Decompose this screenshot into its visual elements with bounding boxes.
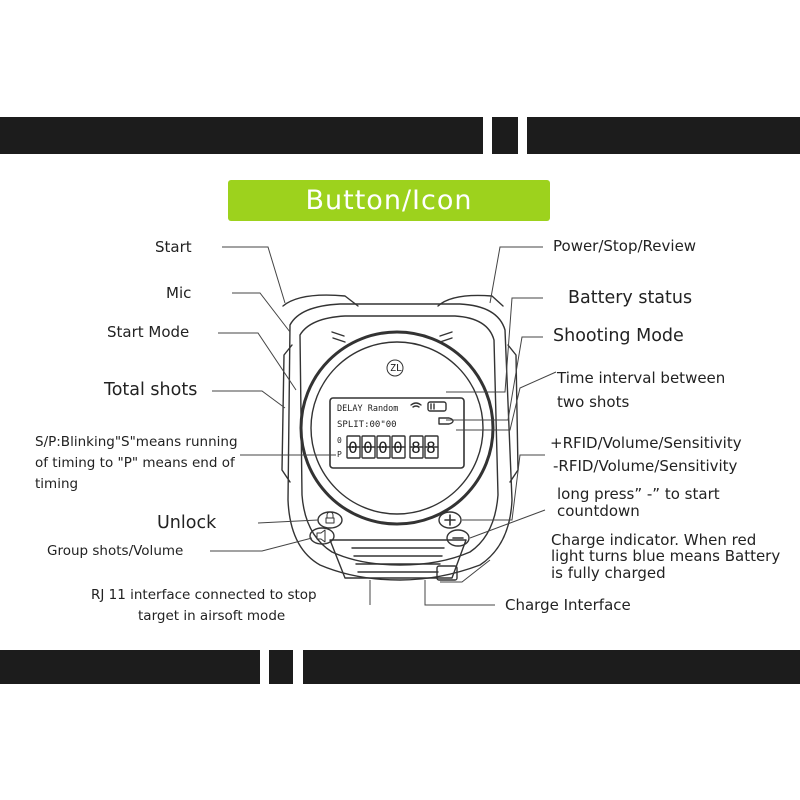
label-battery: Battery status bbox=[568, 288, 693, 308]
top-bar-left bbox=[0, 117, 483, 154]
lcd-line2: SPLIT:00"00 bbox=[337, 420, 397, 430]
lcd-digit: 0 bbox=[363, 438, 373, 457]
label-rj11-line2: target in airsoft mode bbox=[138, 608, 286, 624]
bottom-bar-right bbox=[303, 650, 800, 684]
label-charge-interface: Charge Interface bbox=[505, 596, 631, 614]
bottom-vent bbox=[329, 539, 467, 579]
leader-start-mode bbox=[218, 332, 297, 391]
leader-mic bbox=[232, 292, 291, 333]
leader-charge-interface bbox=[424, 580, 495, 606]
leader-charge-ind bbox=[440, 559, 491, 583]
label-mic: Mic bbox=[166, 284, 192, 302]
label-charge-ind-line2: light turns blue means Battery bbox=[551, 547, 781, 565]
label-plus-rfid: +RFID/Volume/Sensitivity bbox=[550, 434, 742, 452]
bottom-bar-middle bbox=[269, 650, 293, 684]
leader-interval bbox=[456, 371, 557, 431]
charge-port bbox=[436, 565, 458, 581]
plus-button-shape bbox=[438, 511, 462, 529]
label-shooting-mode: Shooting Mode bbox=[553, 326, 684, 346]
dial-outer-ring bbox=[299, 330, 495, 526]
label-minus-rfid: -RFID/Volume/Sensitivity bbox=[553, 457, 738, 475]
lcd-digit: 8 bbox=[426, 438, 436, 457]
lcd-digit: 0 bbox=[393, 438, 403, 457]
top-bar-right bbox=[527, 117, 800, 154]
lcd-line1: DELAY Random bbox=[337, 404, 398, 414]
wifi-glyph bbox=[410, 402, 422, 408]
minus-button-shape bbox=[446, 529, 470, 547]
leader-plus bbox=[462, 454, 545, 521]
lcd-sp-top: 0 bbox=[337, 436, 342, 445]
label-interval-line1: Time interval between bbox=[557, 369, 726, 387]
leader-shooting bbox=[446, 336, 543, 421]
leader-total-shots bbox=[212, 390, 286, 409]
label-long-press-line1: long press” -” to start bbox=[557, 485, 720, 503]
bottom-bar-left bbox=[0, 650, 260, 684]
lcd-digit: 8 bbox=[411, 438, 421, 457]
label-total-shots: Total shots bbox=[104, 380, 198, 400]
label-power: Power/Stop/Review bbox=[553, 237, 697, 255]
label-start-mode: Start Mode bbox=[107, 323, 190, 341]
leader-battery bbox=[446, 297, 543, 393]
unlock-button-shape bbox=[317, 511, 343, 529]
leader-unlock bbox=[257, 519, 319, 524]
label-sp-line3: timing bbox=[35, 476, 79, 492]
leader-power bbox=[489, 246, 543, 304]
label-unlock: Unlock bbox=[157, 513, 217, 533]
group-volume-button-shape bbox=[309, 527, 335, 545]
leader-start bbox=[222, 246, 286, 304]
brand-mark: ZL bbox=[390, 363, 402, 374]
label-long-press-line2: countdown bbox=[557, 502, 640, 520]
section-title: Button/Icon bbox=[228, 180, 550, 221]
lcd-sp-bottom: P bbox=[337, 450, 342, 459]
label-start: Start bbox=[155, 238, 192, 256]
leader-minus bbox=[469, 509, 546, 539]
label-charge-ind-line1: Charge indicator. When red bbox=[551, 531, 757, 549]
bullet-glyph bbox=[438, 417, 454, 425]
label-charge-ind-line3: is fully charged bbox=[551, 564, 666, 582]
lcd-screen bbox=[329, 397, 465, 469]
lcd-digit: 0 bbox=[378, 438, 388, 457]
device-body bbox=[287, 303, 513, 581]
battery-glyph bbox=[427, 401, 447, 412]
leader-group bbox=[210, 537, 313, 552]
label-interval-line2: two shots bbox=[557, 393, 630, 411]
top-bar-middle bbox=[492, 117, 518, 154]
label-group-shots: Group shots/Volume bbox=[47, 543, 184, 559]
label-sp-line1: S/P:Blinking"S"means running bbox=[35, 434, 238, 450]
start-key bbox=[282, 294, 359, 307]
label-sp-line2: of timing to "P" means end of bbox=[35, 455, 235, 471]
lcd-digit: 0 bbox=[348, 438, 358, 457]
label-rj11-line1: RJ 11 interface connected to stop bbox=[91, 587, 317, 603]
